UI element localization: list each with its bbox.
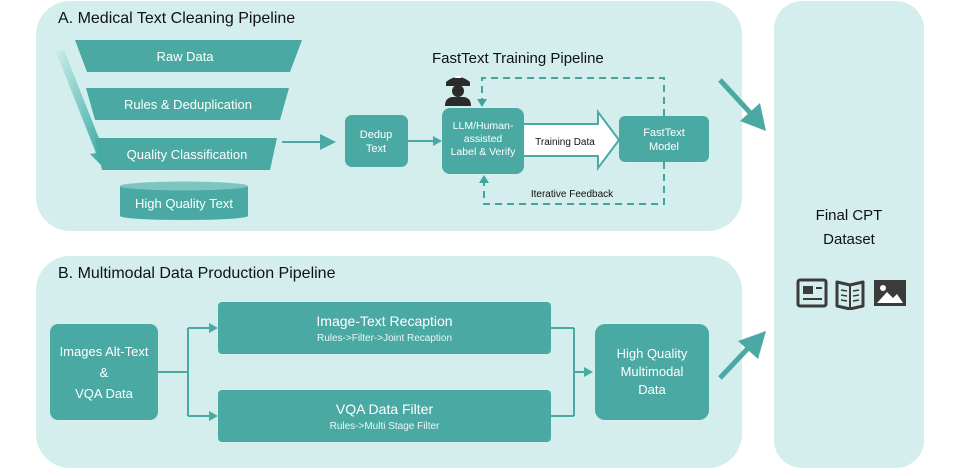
panel-b-connectors xyxy=(158,327,585,417)
funnel-label-rules: Rules & Deduplication xyxy=(124,97,252,112)
arrow-to-llm xyxy=(433,136,442,146)
llm-label-3: Label & Verify xyxy=(451,146,517,158)
cylinder-body xyxy=(120,186,248,216)
funnel-band-quality xyxy=(95,138,277,170)
funnel-band-rules xyxy=(86,88,289,120)
input-label-2: & xyxy=(99,364,109,380)
arrow-b-to-final xyxy=(738,331,766,359)
panel-a-title: A. Medical Text Cleaning Pipeline xyxy=(58,10,296,27)
cylinder-bottom xyxy=(120,212,248,220)
person-icon xyxy=(445,76,471,106)
output-label-2: Multimodal xyxy=(620,364,684,379)
high-quality-text-label: High Quality Text xyxy=(135,196,233,211)
final-title-2: Dataset xyxy=(823,231,875,248)
arrow-a-to-final xyxy=(740,103,766,131)
panel-b-title: B. Multimodal Data Production Pipeline xyxy=(58,265,336,282)
fasttext-model-1: FastText xyxy=(643,127,685,139)
llm-label-2: assisted xyxy=(464,133,503,145)
final-cpt-title: Final CPT Dataset xyxy=(774,204,924,252)
funnel-label-quality: Quality Classification xyxy=(127,147,248,162)
final-icons xyxy=(796,278,906,310)
images-alt-text-vqa-box: Images Alt-Text & VQA Data xyxy=(50,324,158,420)
vqa-filter-subtitle: Rules->Multi Stage Filter xyxy=(329,420,440,432)
funnel-band-raw xyxy=(75,40,302,72)
dedup-label-1: Dedup xyxy=(360,129,392,141)
fasttext-model-box xyxy=(619,116,709,162)
input-label-3: VQA Data xyxy=(75,385,133,401)
vqa-filter-title: VQA Data Filter xyxy=(335,400,434,417)
recaption-title: Image-Text Recaption xyxy=(316,312,453,329)
vqa-data-filter-box: VQA Data Filter Rules->Multi Stage Filte… xyxy=(218,390,551,442)
final-title-1: Final CPT xyxy=(815,207,883,224)
image-icon xyxy=(874,280,906,306)
dedup-text-box xyxy=(345,115,408,167)
training-data-label: Training Data xyxy=(535,137,595,148)
dedup-label-2: Text xyxy=(366,143,386,155)
input-label-1: Images Alt-Text xyxy=(59,343,149,359)
feedback-loop-bottom xyxy=(483,162,665,205)
image-text-recaption-box: Image-Text Recaption Rules->Filter->Join… xyxy=(218,302,551,354)
llm-label-verify-box xyxy=(442,108,524,174)
fasttext-model-2: Model xyxy=(649,141,679,153)
recaption-subtitle: Rules->Filter->Joint Recaption xyxy=(316,332,453,344)
cylinder-top xyxy=(120,181,248,191)
output-label-3: Data xyxy=(638,382,666,397)
funnel-label-raw: Raw Data xyxy=(156,49,214,64)
document-icon xyxy=(796,278,828,308)
llm-label-1: LLM/Human- xyxy=(453,120,514,132)
iterative-feedback-label: Iterative Feedback xyxy=(531,189,614,200)
arrow-to-dedup xyxy=(320,134,336,150)
fasttext-pipeline-title: FastText Training Pipeline xyxy=(432,50,604,67)
book-icon xyxy=(835,280,865,310)
output-label-1: High Quality xyxy=(616,346,688,361)
panel-final-dataset xyxy=(774,1,924,468)
feedback-loop-top xyxy=(481,77,665,116)
high-quality-multimodal-box: High Quality Multimodal Data xyxy=(595,324,709,420)
